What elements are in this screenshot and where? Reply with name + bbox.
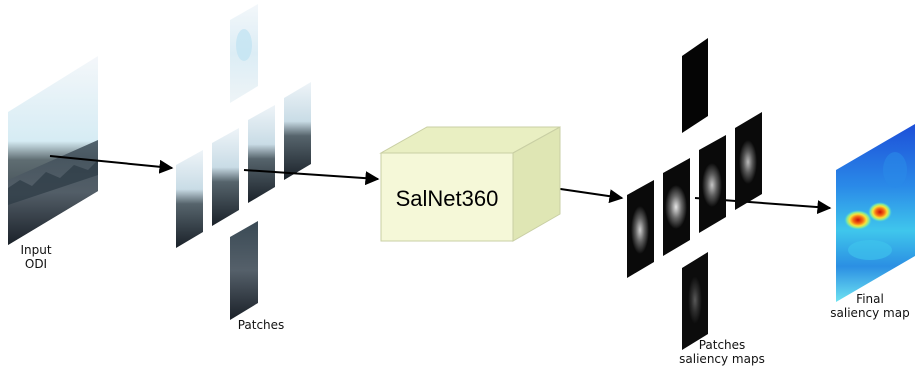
salnet360-model-box: SalNet360 — [379, 126, 561, 242]
input-label-line2: ODI — [24, 257, 48, 271]
model-label: SalNet360 — [396, 186, 499, 211]
patches-saliency-maps-label: Patches saliency maps — [676, 338, 768, 366]
saliency-patch-bottom — [682, 252, 708, 350]
patch-top — [230, 4, 258, 103]
patch-4 — [284, 82, 311, 180]
input-odi-label: Input ODI — [14, 243, 58, 271]
final-label-line1: Final — [856, 292, 884, 306]
saliency-patch-3 — [699, 135, 726, 233]
saliency-patch-top — [682, 38, 708, 133]
patch-1 — [176, 150, 203, 248]
saliency-patch-1 — [627, 180, 654, 278]
patch-bottom — [230, 221, 258, 320]
saliency-patch-4 — [735, 112, 762, 210]
arrow-input-to-patches — [49, 155, 174, 174]
input-odi-image — [8, 56, 98, 245]
final-saliency-map — [836, 124, 915, 302]
arrow-patches-to-model — [243, 169, 380, 186]
patch-maps-label-line1: Patches — [698, 338, 746, 352]
patch-maps-label-line2: saliency maps — [679, 352, 765, 366]
final-label-line2: saliency map — [830, 306, 910, 320]
patch-3 — [248, 105, 275, 203]
final-saliency-map-label: Final saliency map — [824, 292, 916, 320]
input-label-line1: Input — [20, 243, 52, 257]
saliency-patch-2 — [663, 158, 690, 256]
patches-label: Patches — [237, 318, 285, 332]
patch-2 — [212, 128, 239, 226]
